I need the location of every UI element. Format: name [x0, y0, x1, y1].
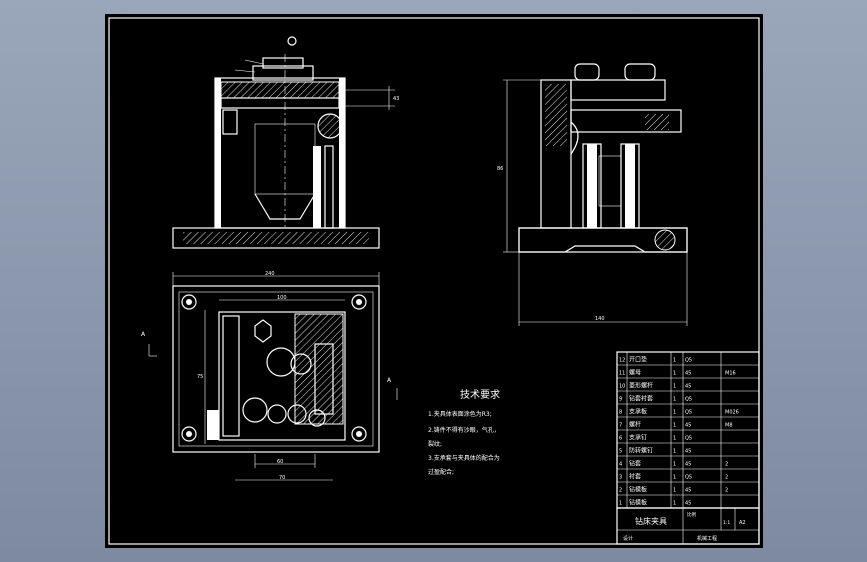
- parts-cell-qty: 1: [673, 410, 676, 416]
- dim-plan-bottom: 60: [277, 459, 283, 465]
- parts-cell-material: 45: [685, 488, 691, 494]
- parts-cell-no: 8: [619, 410, 622, 416]
- parts-cell-qty: 1: [673, 475, 676, 481]
- dim-front-height: 43: [393, 96, 399, 102]
- title-scale: 1:1: [723, 520, 730, 526]
- parts-cell-name: 衬套: [629, 473, 641, 481]
- parts-cell-name: 钻模板: [629, 499, 647, 507]
- drawing-canvas: 43 86 140 240: [108, 17, 760, 545]
- parts-cell-qty: 1: [673, 397, 676, 403]
- parts-cell-material: Q5: [685, 358, 692, 364]
- parts-cell-note: 2: [725, 462, 728, 468]
- parts-cell-material: 45: [685, 384, 691, 390]
- parts-cell-material: 45: [685, 449, 691, 455]
- parts-cell-note: 2: [725, 488, 728, 494]
- parts-cell-material: 45: [685, 501, 691, 507]
- parts-cell-qty: 1: [673, 462, 676, 468]
- side-view: 86 140: [497, 63, 688, 326]
- parts-cell-material: 45: [685, 371, 691, 377]
- parts-cell-qty: 1: [673, 358, 676, 364]
- parts-cell-name: 开口垫: [629, 356, 647, 364]
- parts-cell-material: 45: [685, 462, 691, 468]
- title-scale-label: 比例: [687, 511, 696, 518]
- parts-cell-qty: 1: [673, 436, 676, 442]
- parts-cell-name: 钻套衬套: [629, 395, 653, 403]
- parts-cell-qty: 1: [673, 423, 676, 429]
- parts-cell-material: Q5: [685, 410, 692, 416]
- parts-cell-qty: 1: [673, 501, 676, 507]
- parts-cell-name: 螺母: [629, 369, 641, 377]
- parts-cell-no: 4: [619, 462, 622, 468]
- parts-cell-qty: 1: [673, 371, 676, 377]
- drawing-border: [108, 17, 760, 545]
- parts-cell-no: 7: [619, 423, 622, 429]
- parts-cell-name: 防转螺钉: [629, 447, 653, 455]
- parts-cell-no: 10: [619, 384, 625, 390]
- parts-cell-note: M026: [725, 410, 739, 416]
- parts-cell-name: 钻模板: [629, 486, 647, 494]
- dim-plan-width: 240: [265, 271, 275, 277]
- parts-cell-material: Q5: [685, 436, 692, 442]
- parts-cell-material: Q5: [685, 475, 692, 481]
- notes-line-5: 过盈配合;: [428, 468, 454, 476]
- dim-plan-inner: 100: [277, 295, 287, 301]
- dim-plan-left: 75: [197, 374, 203, 380]
- parts-cell-no: 6: [619, 436, 622, 442]
- parts-cell-note: M16: [725, 371, 736, 377]
- parts-cell-qty: 1: [673, 449, 676, 455]
- title-sheet-size: A2: [739, 520, 746, 526]
- title-block: 钻床夹具 比例 1:1 A2 设计 机械工程: [616, 507, 760, 545]
- title-drawing-name: 钻床夹具: [635, 516, 667, 526]
- notes-line-1: 1.夹具体表面涂色为R3;: [428, 410, 492, 418]
- technical-notes: 技术要求 1.夹具体表面涂色为R3; 2.铸件不得有沙眼，气孔， 裂纹; 3.支…: [428, 388, 500, 476]
- title-drawn-by: 设计: [623, 535, 633, 542]
- parts-cell-name: 螺杆: [629, 421, 641, 429]
- section-mark-a-right: A: [387, 377, 392, 384]
- title-org: 机械工程: [697, 535, 717, 542]
- plan-view: 240 100 75 60 70 A A: [141, 271, 398, 481]
- parts-cell-material: 45: [685, 423, 691, 429]
- parts-cell-no: 12: [619, 358, 625, 364]
- notes-line-4: 3.支承套与夹具体的配合为: [428, 454, 500, 462]
- parts-cell-name: 菱形螺杆: [629, 382, 653, 390]
- notes-line-2: 2.铸件不得有沙眼，气孔，: [428, 426, 500, 434]
- parts-cell-no: 2: [619, 488, 622, 494]
- parts-cell-name: 支承钉: [629, 434, 647, 442]
- parts-cell-no: 1: [619, 501, 622, 507]
- parts-cell-name: 钻套: [629, 460, 641, 468]
- parts-cell-material: Q5: [685, 397, 692, 403]
- parts-cell-no: 5: [619, 449, 622, 455]
- parts-cell-note: M8: [725, 423, 733, 429]
- section-mark-a-left: A: [141, 331, 146, 338]
- front-view: 43: [172, 36, 399, 249]
- dim-side-width: 140: [595, 316, 605, 322]
- parts-cell-name: 支承板: [629, 408, 647, 416]
- parts-cell-no: 3: [619, 475, 622, 481]
- parts-cell-no: 11: [619, 371, 625, 377]
- parts-cell-qty: 1: [673, 384, 676, 390]
- parts-cell-no: 9: [619, 397, 622, 403]
- dim-plan-base: 70: [279, 475, 285, 481]
- notes-line-3: 裂纹;: [428, 440, 442, 448]
- parts-cell-note: 2: [725, 475, 728, 481]
- dim-side-height: 86: [497, 166, 503, 172]
- notes-title: 技术要求: [460, 388, 500, 401]
- drawing-sheet[interactable]: 43 86 140 240: [105, 14, 763, 548]
- parts-cell-qty: 1: [673, 488, 676, 494]
